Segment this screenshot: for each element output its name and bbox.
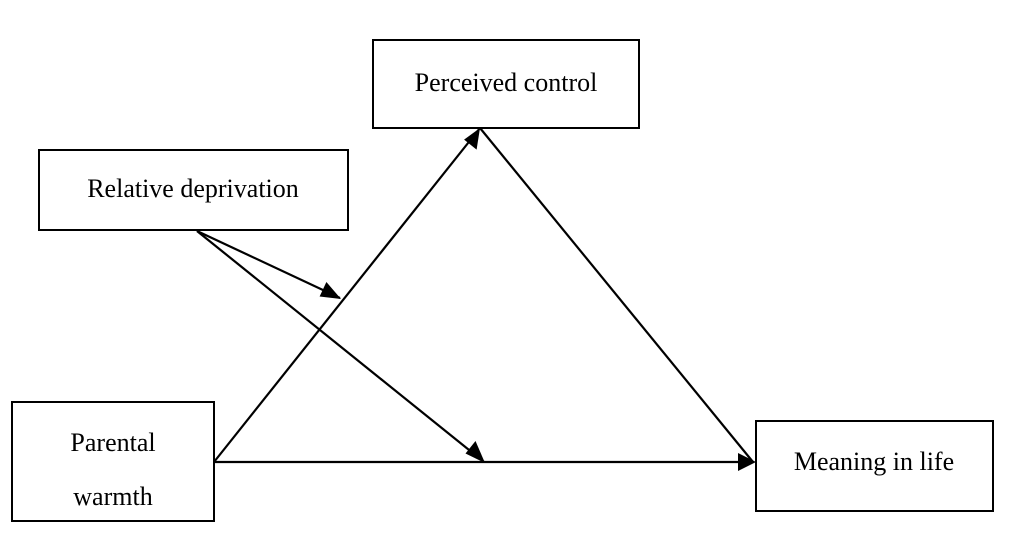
arrowhead-moderation-a <box>319 282 341 299</box>
path-control-to-meaning <box>479 127 754 463</box>
node-label-parental-warmth-line1: Parental <box>70 428 155 457</box>
node-meaning-in-life: Meaning in life <box>755 420 994 512</box>
node-label-meaning-in-life: Meaning in life <box>794 447 954 476</box>
node-box-meaning-in-life <box>755 420 994 512</box>
path-deprivation-to-a-path <box>196 230 341 299</box>
node-perceived-control: Perceived control <box>372 39 640 129</box>
node-label-parental-warmth-line2: warmth <box>73 482 152 511</box>
node-label-relative-deprivation: Relative deprivation <box>87 174 299 203</box>
node-label-perceived-control: Perceived control <box>415 68 598 97</box>
node-relative-deprivation: Relative deprivation <box>38 149 349 231</box>
node-box-parental-warmth <box>11 401 215 522</box>
path-deprivation-to-direct-path <box>196 230 485 463</box>
node-box-relative-deprivation <box>38 149 349 231</box>
node-parental-warmth: Parental warmth <box>11 401 215 522</box>
node-box-perceived-control <box>372 39 640 129</box>
arrowheads <box>319 128 756 471</box>
path-warmth-to-control <box>213 127 481 463</box>
arrowhead-meaning <box>738 453 756 471</box>
arrowhead-moderation-direct <box>465 441 485 463</box>
arrowhead-control <box>464 128 480 150</box>
